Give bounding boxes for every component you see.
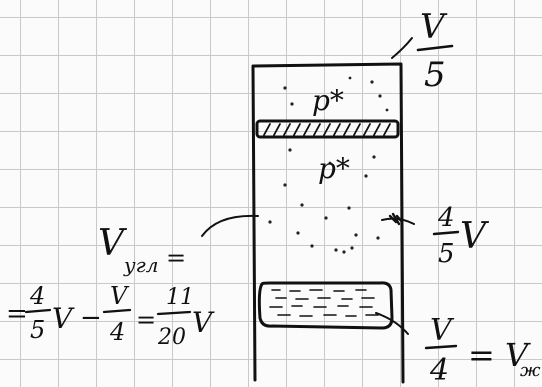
leader-top xyxy=(391,37,413,59)
gas-label-top: p* xyxy=(312,84,344,117)
fraction1-variable: V xyxy=(52,302,75,335)
middle-volume-denominator: 5 xyxy=(438,239,455,269)
equation-lhs-main: V xyxy=(98,223,128,264)
fraction2-denominator: 4 xyxy=(109,318,125,346)
fraction1-denominator: 5 xyxy=(30,316,45,344)
middle-volume-variable: V xyxy=(460,216,490,257)
piston xyxy=(255,119,400,139)
fraction1-numerator: 4 xyxy=(29,282,45,310)
label-top-volume: V 5 xyxy=(416,7,454,95)
bottom-volume-subscript: ж xyxy=(520,360,541,381)
volume-equation: V угл = = 4 5 V − V 4 = 11 20 V xyxy=(6,223,215,350)
top-volume-denominator: 5 xyxy=(424,55,446,95)
top-volume-numerator: V xyxy=(420,7,448,47)
fraction3-variable: V xyxy=(192,306,215,339)
liquid-block xyxy=(257,281,394,330)
leader-equation xyxy=(201,214,259,237)
bottom-volume-denominator: 4 xyxy=(429,353,449,387)
equation-lhs-equals: = xyxy=(166,244,186,272)
equation-line2-equals: = xyxy=(6,299,28,329)
middle-volume-numerator: 4 xyxy=(437,203,455,233)
gas-dots-middle xyxy=(268,148,380,254)
bottom-volume-numerator: V xyxy=(430,313,455,348)
fraction3-numerator: 11 xyxy=(166,285,194,310)
fraction2-numerator: V xyxy=(110,282,130,310)
equation-lhs-subscript: угл xyxy=(123,253,158,277)
equation-equals-2: = xyxy=(136,306,156,334)
leader-bottom xyxy=(375,312,409,335)
label-bottom-volume: V 4 = V ж xyxy=(424,313,541,387)
label-middle-volume: 4 5 V xyxy=(432,203,490,269)
gas-dots-top xyxy=(283,76,389,112)
equation-minus: − xyxy=(80,303,102,333)
fraction3-denominator: 20 xyxy=(157,325,186,350)
bottom-volume-equals: = V xyxy=(468,336,531,374)
gas-label-middle: p* xyxy=(318,152,350,185)
leader-middle-scribble xyxy=(388,212,404,226)
